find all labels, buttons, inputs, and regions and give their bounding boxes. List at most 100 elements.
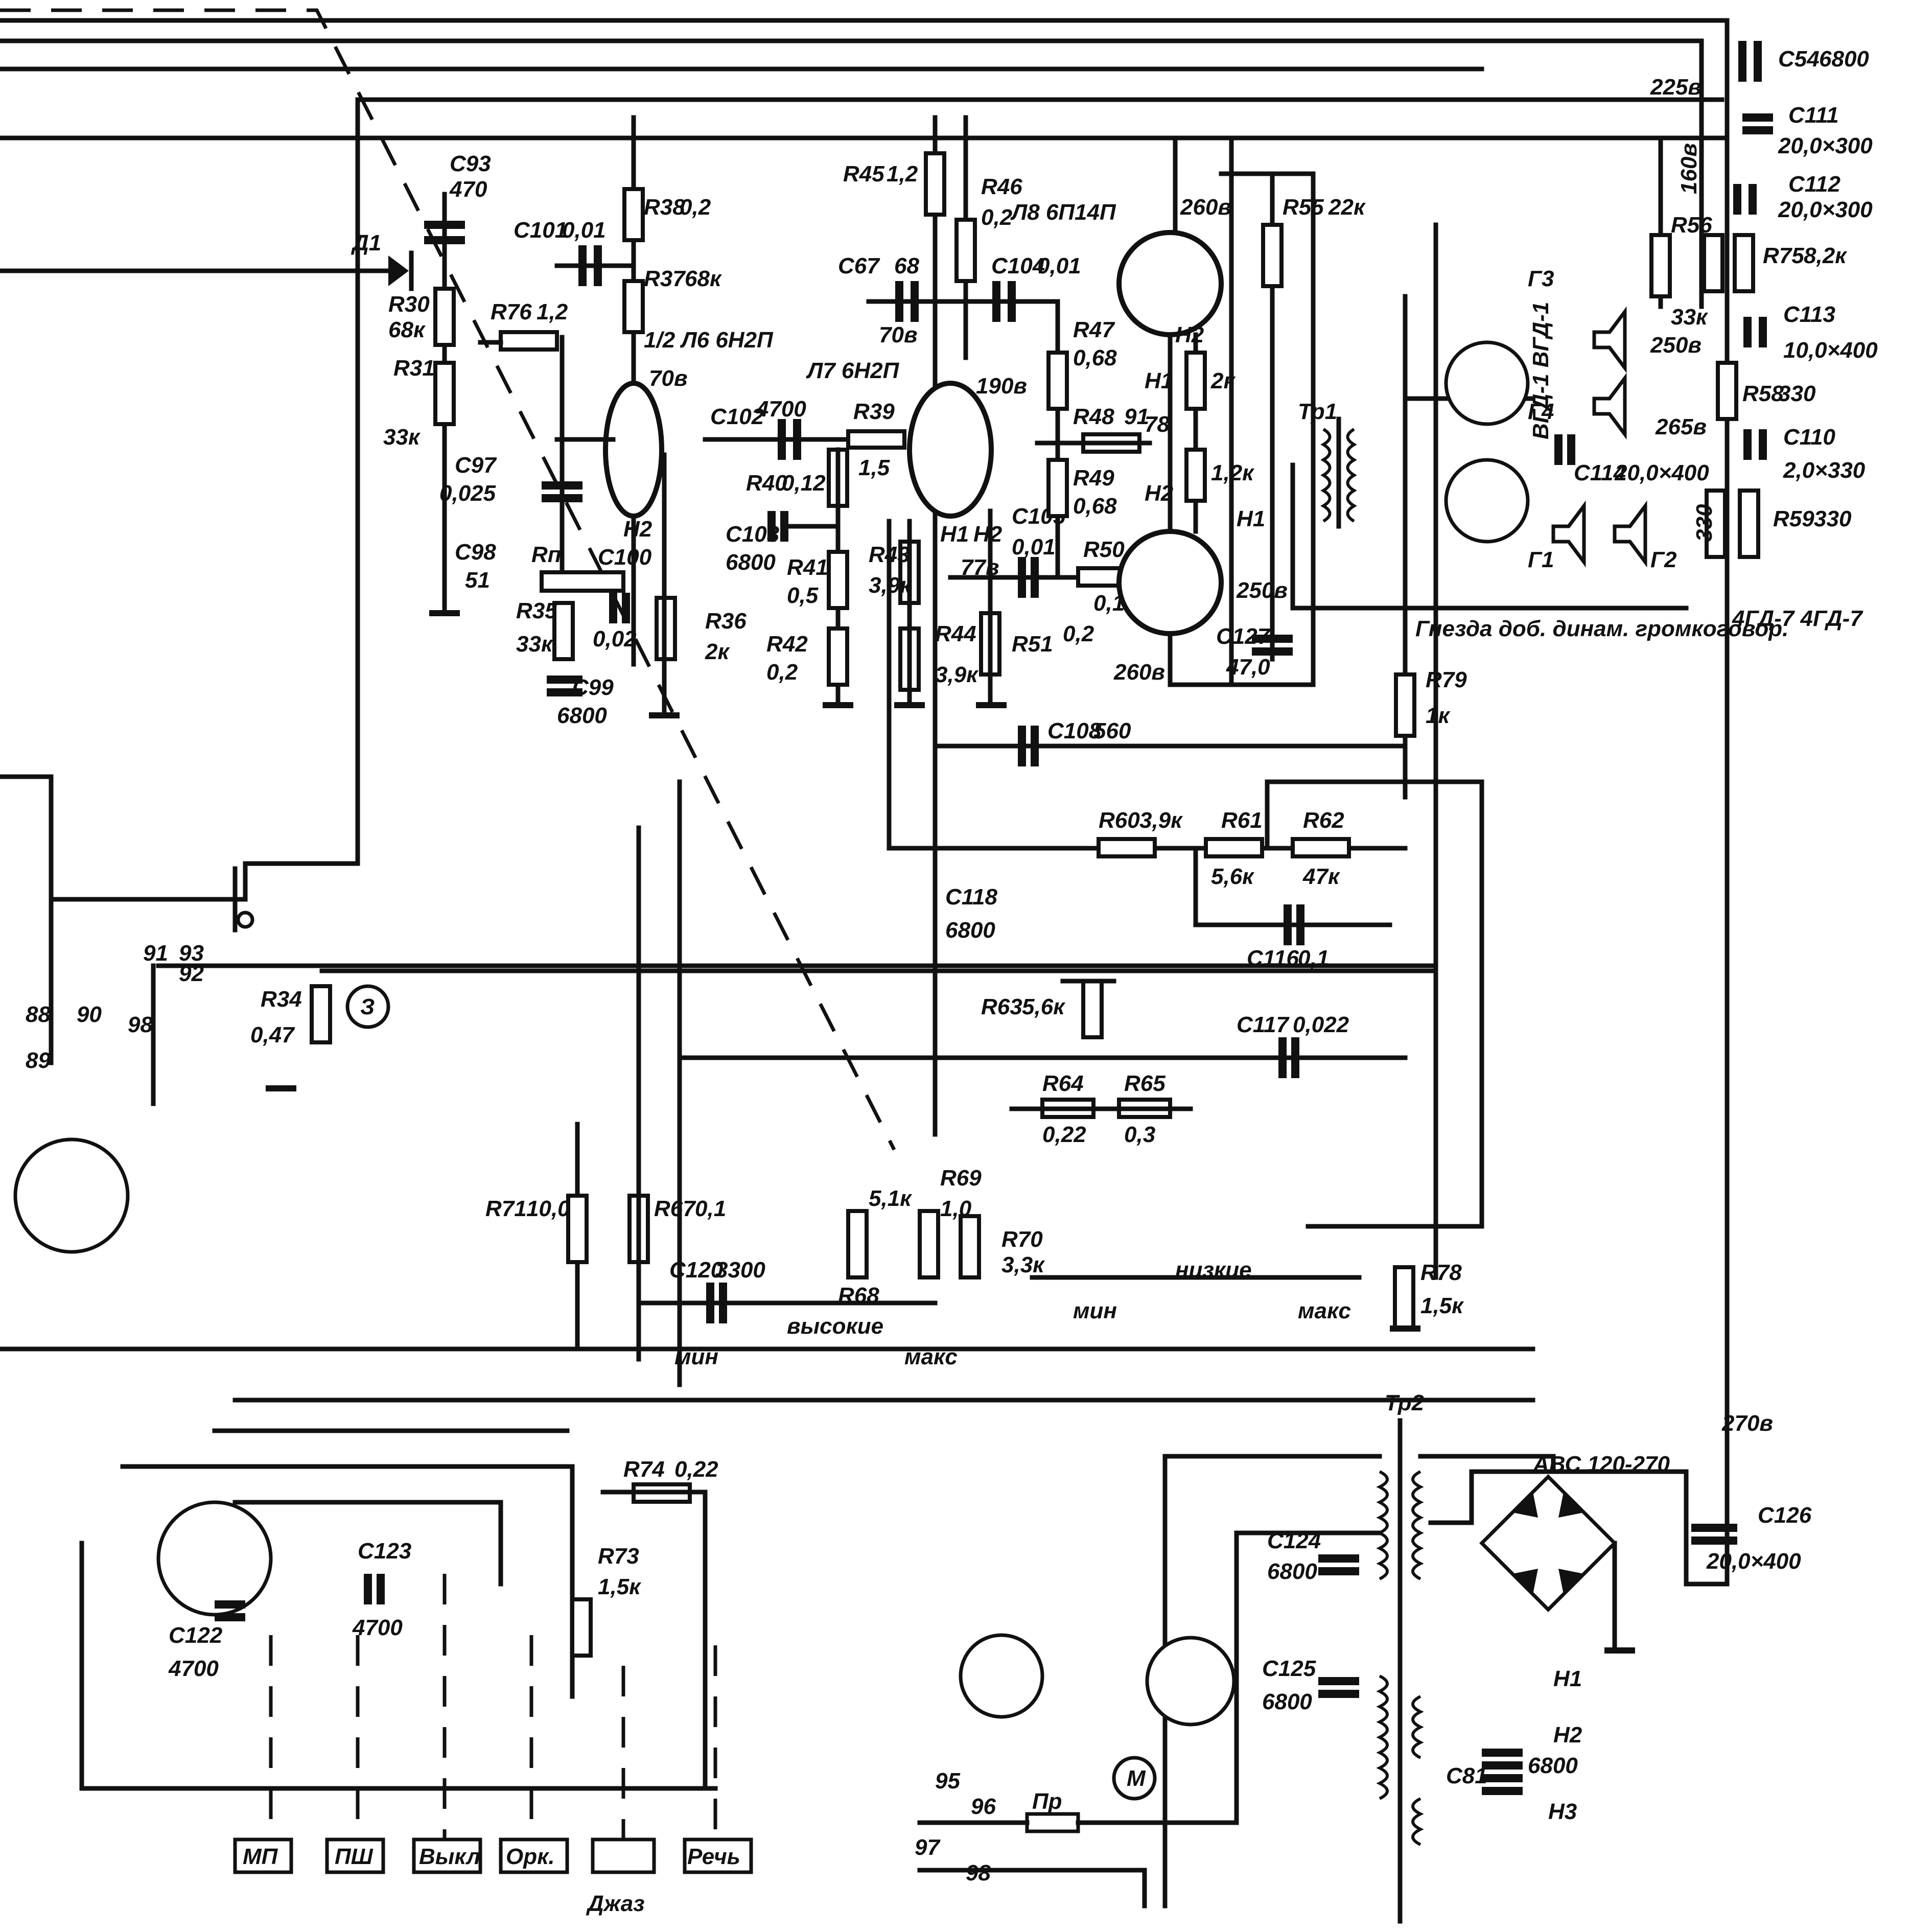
label-r73-name: R73	[598, 1544, 639, 1569]
label-pin88: 88	[26, 1002, 51, 1027]
label-r64-value: 0,22	[1042, 1122, 1086, 1147]
label-c103-value: 6800	[726, 550, 776, 575]
label-pin98: 98	[128, 1012, 153, 1037]
label-c117-name: C117	[1237, 1012, 1290, 1037]
label-h2-l8b: H2	[1145, 481, 1174, 506]
resistor-r70	[959, 1214, 981, 1279]
label-r61-value: 5,6к	[1211, 864, 1255, 889]
label-motor: М	[1127, 1766, 1146, 1791]
label-r70-name: R70	[1001, 1227, 1043, 1252]
label-r48-value: 91	[1124, 404, 1149, 429]
speaker-g4-lower	[1592, 373, 1627, 440]
label-r35-value: 33к	[516, 632, 554, 657]
label-c111-name: C111	[1788, 103, 1839, 128]
label-r69-value: 1,0	[940, 1196, 972, 1221]
label-c122-value: 4700	[168, 1656, 219, 1681]
resistor-r61	[1204, 837, 1264, 858]
motor	[1112, 1756, 1157, 1801]
label-jacks: Гнезда доб. динам. громкоговор.	[1415, 616, 1788, 641]
speaker-g1	[1551, 500, 1586, 568]
label-c123-name: C123	[358, 1539, 411, 1564]
label-l6: 1/2 Л6 6Н2П	[644, 328, 774, 353]
label-g1: Г1	[1528, 547, 1554, 572]
label-c81-name: C81	[1446, 1763, 1487, 1788]
resistor-r73	[570, 1597, 593, 1658]
label-c98-value: 51	[465, 568, 490, 593]
button-orch[interactable]	[499, 1837, 569, 1874]
label-l8-v4: 260в	[1113, 660, 1165, 685]
label-r40-name: R40	[746, 471, 787, 496]
label-pin95: 95	[935, 1768, 960, 1794]
label-c117-value: 0,022	[1293, 1012, 1349, 1037]
label-r58-name: R58	[1742, 381, 1784, 406]
label-r75-value: 8,2к	[1804, 243, 1848, 268]
button-speech[interactable]	[683, 1837, 753, 1874]
resistor-r31	[433, 361, 456, 426]
resistor-r76-right	[1705, 488, 1727, 559]
label-c114-value: 2,0×330	[1783, 458, 1866, 483]
label-c81-value: 6800	[1528, 1753, 1578, 1778]
stage-l6: R38 0,2 R37 68к C101 0,01 1/2 Л6 6Н2П 70…	[514, 115, 774, 718]
resistor-r34	[310, 984, 332, 1044]
resistor-r30	[433, 287, 456, 347]
label-pin93: 93	[179, 941, 204, 966]
resistor-r68	[846, 1209, 869, 1279]
label-c101-name: C101	[514, 218, 567, 243]
label-c110-name: C114	[1574, 460, 1626, 485]
label-v270: 270в	[1721, 1411, 1773, 1436]
label-c118-value: 6800	[945, 918, 995, 943]
button-jazz[interactable]	[591, 1837, 656, 1874]
label-c118-name: C118	[945, 884, 997, 910]
label-r78-name: R78	[1420, 1260, 1462, 1285]
fuse	[1025, 1812, 1080, 1833]
label-c54-value: 6800	[1819, 46, 1869, 72]
label-r40-value: 0,12	[782, 471, 826, 496]
label-r45-name: R45	[843, 161, 884, 187]
label-r68-name: R68	[838, 1283, 879, 1308]
label-h2-l6: H2	[623, 517, 652, 542]
label-rectifier: АВС 120-270	[1532, 1452, 1670, 1477]
label-r55-name: R55	[1283, 195, 1324, 220]
label-c104-name: C104	[991, 253, 1045, 278]
button-psh[interactable]	[325, 1837, 385, 1874]
register-switch: C122 4700 C123 4700 R74 0,22 R73 1,5к	[79, 1428, 718, 1840]
label-r30-value: 68к	[388, 317, 426, 342]
label-pin96: 96	[971, 1794, 996, 1819]
label-c125-name: C125	[1262, 1656, 1316, 1681]
label-r68-value: 5,1к	[869, 1186, 913, 1211]
resistor-r55	[1261, 223, 1284, 288]
label-r59-name: R59	[1773, 506, 1814, 531]
label-v265: 265в	[1655, 414, 1707, 439]
button-off[interactable]	[412, 1837, 482, 1874]
label-r47-name: R47	[1073, 317, 1115, 342]
label-c125-value: 6800	[1262, 1689, 1312, 1714]
power-socket	[1145, 1636, 1236, 1727]
label-r39-name: R39	[853, 399, 895, 424]
resistor-r56	[1649, 233, 1672, 298]
label-r41-name: R41	[787, 555, 828, 580]
label-h1-l7: H1	[940, 522, 969, 547]
label-c97-value: 0,025	[439, 481, 496, 506]
label-c120-value: 3300	[715, 1258, 765, 1283]
contact-93	[236, 911, 254, 929]
label-r58-value: 330	[1778, 381, 1816, 406]
resistor-r35	[552, 601, 575, 661]
label-r56-name: R56	[1671, 213, 1712, 238]
label-c100-value: 0,02	[593, 626, 637, 651]
label-r76a-name: R76	[491, 299, 532, 324]
resistor-r41	[827, 550, 849, 610]
label-pin97: 97	[915, 1835, 941, 1860]
label-r46-value: 0,2	[981, 205, 1013, 230]
tube-l7	[907, 381, 994, 519]
label-g3: Г3	[1528, 266, 1554, 291]
label-c103-name: C103	[726, 522, 779, 547]
label-l7-v2: 190в	[976, 374, 1027, 399]
label-r49-value: 0,68	[1073, 494, 1117, 519]
label-r67-value: 0,1	[695, 1196, 726, 1221]
label-l6-voltage: 70в	[649, 366, 688, 391]
label-c114-name: C110	[1783, 425, 1835, 450]
label-r50-name: R50	[1083, 537, 1125, 562]
label-h2-l8: H2	[1175, 322, 1204, 347]
button-mp[interactable]	[233, 1837, 293, 1874]
label-l8-v2: 78	[1145, 412, 1170, 437]
